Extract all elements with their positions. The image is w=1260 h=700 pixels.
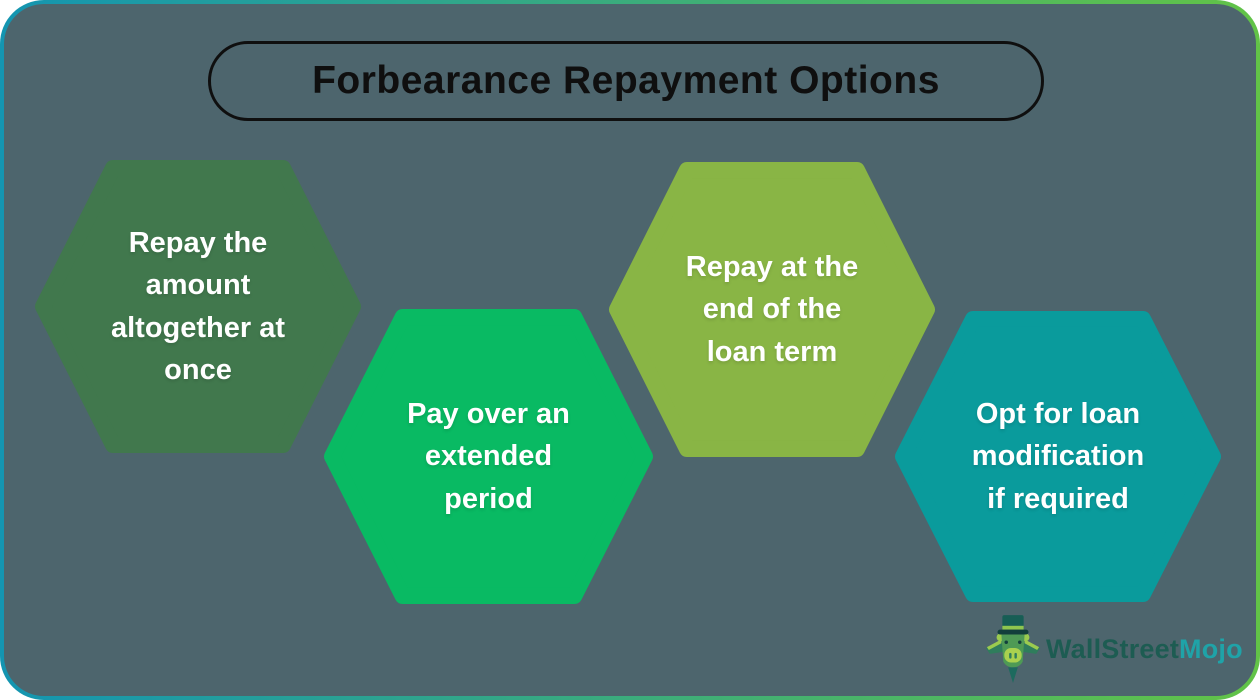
hexagon-shape [324, 309, 653, 604]
hexagon-extended-period: Pay over an extended period [322, 308, 655, 605]
logo-text-wallstreet: WallStreet [1046, 633, 1180, 664]
hexagon-end-of-loan-term: Repay at the end of the loan term [607, 161, 937, 458]
logo-text-mojo: Mojo [1179, 633, 1243, 664]
hexagon-repay-at-once: Repay the amount altogether at once [33, 159, 363, 454]
wallstreetmojo-logo: WallStreetMojo [984, 612, 1243, 686]
hexagon-label: Pay over an extended period [407, 398, 570, 515]
bull-with-top-hat-icon [985, 615, 1041, 683]
hexagon-loan-modification: Opt for loan modification if required [893, 310, 1223, 603]
page-title: Forbearance Repayment Options [312, 59, 940, 102]
hexagon-shape [35, 160, 361, 453]
hexagon-label: Opt for loan modification if required [971, 398, 1145, 515]
title-box: Forbearance Repayment Options [208, 41, 1044, 121]
logo-text: WallStreetMojo [1046, 634, 1243, 665]
hexagon-shape [895, 310, 1221, 603]
hexagon-label: Repay at the end of the loan term [685, 251, 859, 368]
hexagon-shape [609, 162, 935, 457]
hexagon-label: Repay the amount altogether at once [110, 227, 286, 386]
